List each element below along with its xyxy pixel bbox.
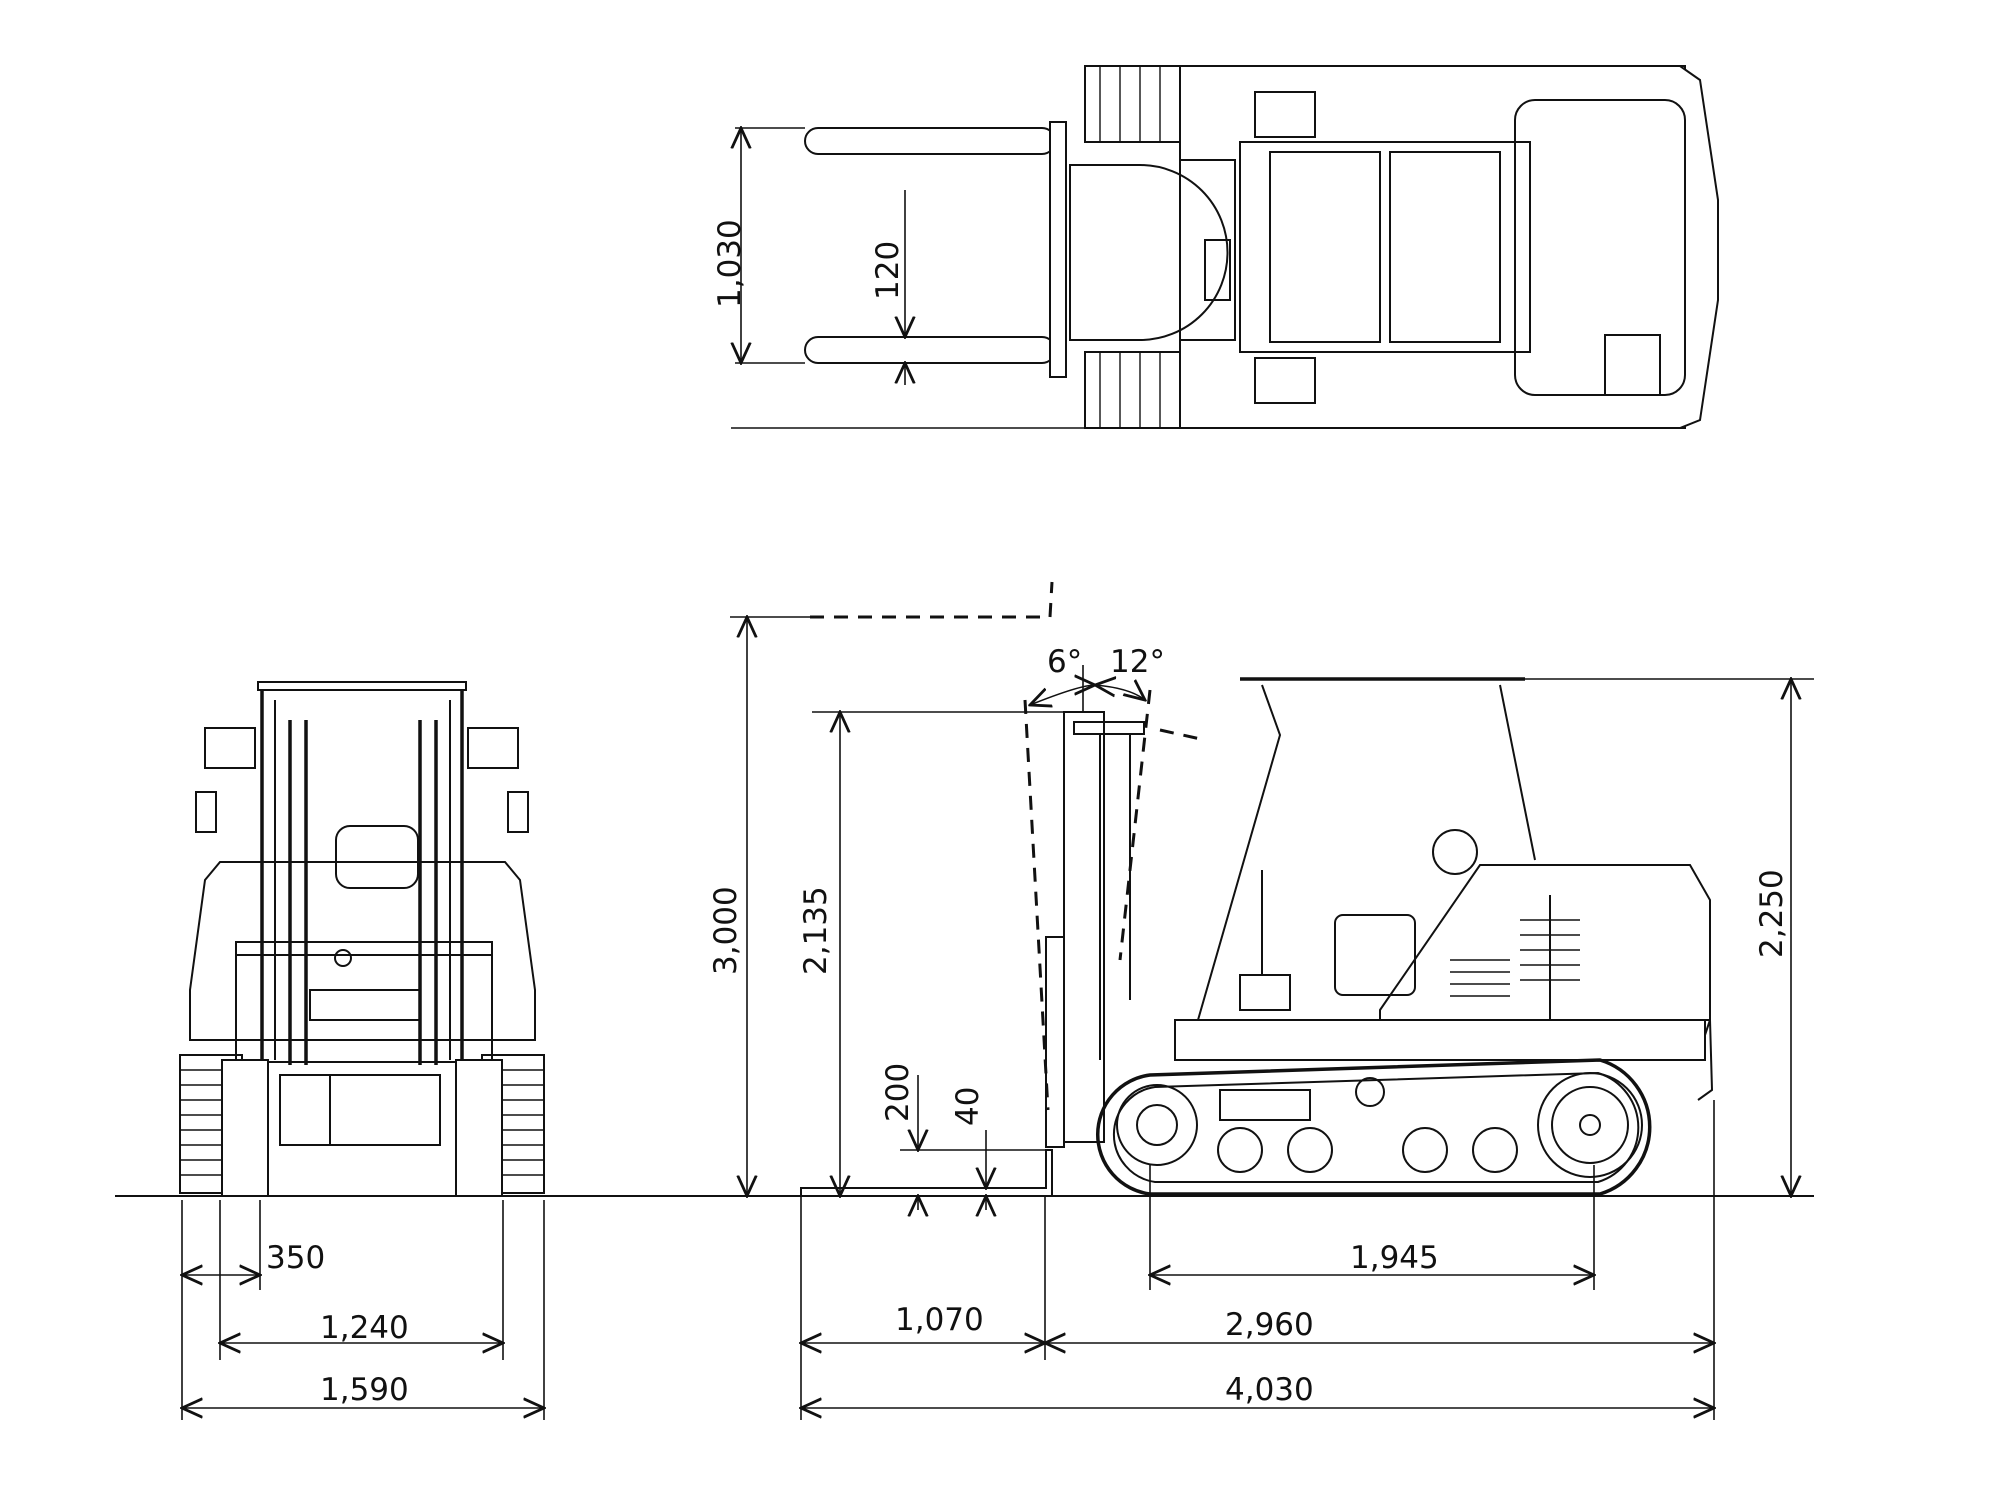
top-mast-head <box>1069 164 1229 341</box>
dim-fork-clearance: 200 <box>880 1063 916 1122</box>
dim-fork-length: 1,070 <box>895 1302 984 1338</box>
top-carriage <box>1049 121 1067 378</box>
front-right-fork <box>455 1059 503 1197</box>
front-left-fork <box>221 1059 269 1197</box>
left-work-light <box>204 727 256 769</box>
drive-sprocket <box>1537 1072 1643 1178</box>
front-canopy-frame <box>257 681 467 691</box>
right-mirror <box>507 791 529 833</box>
dim-tilt-backward: 12° <box>1110 644 1165 680</box>
side-mast <box>1063 711 1105 1143</box>
front-seat <box>335 825 419 889</box>
dim-fork-thickness: 40 <box>950 1087 986 1126</box>
top-view <box>804 65 1719 429</box>
side-carriage <box>1045 936 1065 1148</box>
front-carriage <box>235 941 493 1063</box>
dim-fork-width-front: 350 <box>266 1240 325 1276</box>
raised-fork-outline <box>810 581 1054 619</box>
idler-wheel <box>1116 1084 1198 1166</box>
dim-fork-spread: 1,030 <box>712 219 748 308</box>
left-mirror <box>195 791 217 833</box>
top-upper-fork <box>804 127 1056 155</box>
front-view <box>179 681 545 1197</box>
front-body <box>189 861 536 1041</box>
dim-free-lift: 2,135 <box>798 886 834 975</box>
top-cab-floor <box>1239 141 1531 353</box>
side-engine-hood <box>1379 864 1711 1021</box>
dim-body-length: 2,960 <box>1225 1307 1314 1343</box>
top-body <box>1179 65 1719 429</box>
dim-fork-width-top: 120 <box>870 241 906 300</box>
side-fork <box>800 1149 1053 1197</box>
side-frame <box>1174 1019 1706 1061</box>
dim-track-gauge: 1,240 <box>320 1310 409 1346</box>
side-view-dimensions: 3,000 2,135 200 40 2,250 6° 12° 1,945 1,… <box>708 617 1814 1420</box>
dim-tilt-forward: 6° <box>1047 644 1082 680</box>
dim-max-lift: 3,000 <box>708 886 744 975</box>
front-view-dimensions: 350 1,240 1,590 <box>182 1200 544 1420</box>
side-seat <box>1334 914 1416 996</box>
dim-overall-height: 2,250 <box>1754 869 1790 958</box>
side-track <box>1096 1058 1652 1196</box>
dim-tumbler-distance: 1,945 <box>1350 1240 1439 1276</box>
dim-overall-width: 1,590 <box>320 1372 409 1408</box>
dim-overall-length: 4,030 <box>1225 1372 1314 1408</box>
top-engine-hood <box>1514 99 1686 396</box>
top-lower-fork <box>804 336 1056 364</box>
top-view-dimensions: 1,030 120 <box>712 128 1085 429</box>
right-work-light <box>467 727 519 769</box>
side-view <box>800 581 1714 1197</box>
